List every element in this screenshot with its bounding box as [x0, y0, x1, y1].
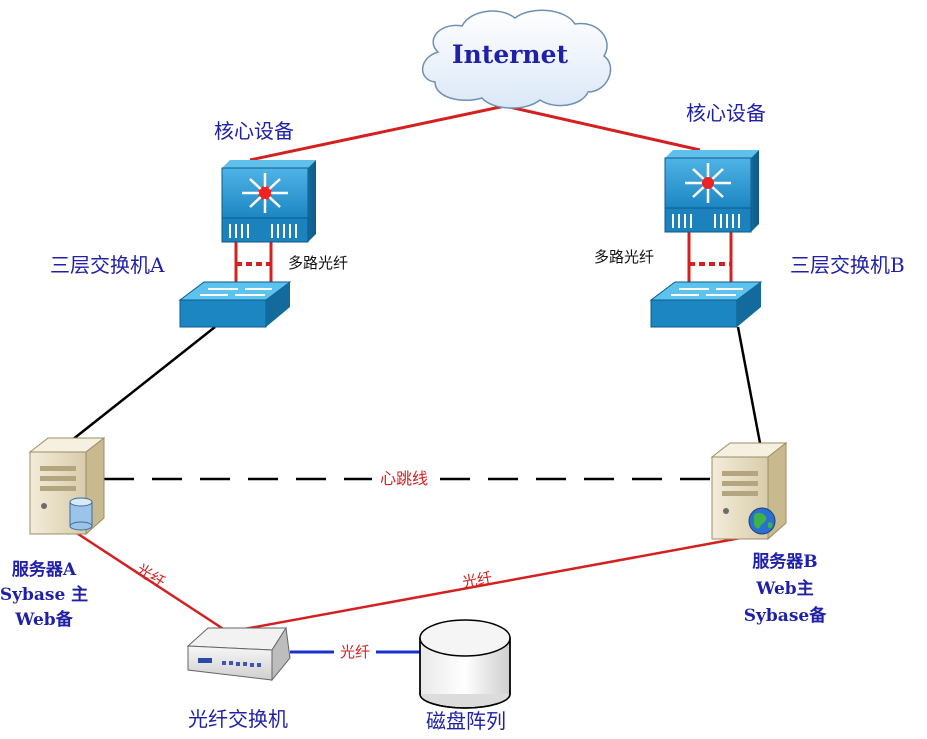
disk-array	[419, 619, 511, 709]
switch-arrows-icon	[671, 288, 743, 296]
server-b-label-1: 服务器B	[752, 551, 817, 572]
heartbeat-label: 心跳线	[380, 469, 428, 488]
server-a-label-1: 服务器A	[12, 559, 77, 580]
server-a-label-2: Sybase 主	[0, 584, 88, 605]
fiber-label-server-a: 光纤	[133, 560, 168, 591]
core-device-right-label: 核心设备	[686, 101, 766, 125]
fiber-multi-left-label: 多路光纤	[288, 254, 348, 272]
switch-a	[178, 281, 292, 328]
fiber-disk-label-bg	[334, 640, 376, 662]
cloud-icon	[421, 9, 612, 109]
core-router-icon	[685, 163, 731, 203]
switch-b-label: 三层交换机B	[790, 253, 905, 277]
heartbeat-label-bg	[372, 466, 436, 490]
server-b-label-3: Sybase备	[744, 605, 827, 626]
server-b-label-2: Web主	[755, 578, 813, 599]
disk-array-label: 磁盘阵列	[426, 709, 506, 733]
wan-link-right	[504, 104, 701, 152]
fiber-multi-right-label: 多路光纤	[594, 248, 654, 266]
core-device-right	[664, 150, 759, 233]
database-icon	[69, 497, 93, 531]
server-a	[28, 436, 106, 536]
switch-arrows-icon	[200, 288, 272, 296]
core-router-icon	[242, 173, 288, 213]
core-device-left-label: 核心设备	[214, 119, 294, 143]
server-a-label-3: Web备	[14, 609, 73, 630]
internet-cloud: Internet	[421, 9, 612, 109]
fiber-switch-label: 光纤交换机	[188, 707, 288, 731]
lan-switch-a-server-a	[71, 326, 216, 441]
lan-switch-b-server-b	[736, 326, 762, 444]
switch-a-label: 三层交换机A	[50, 253, 165, 277]
links	[71, 104, 762, 654]
switch-b	[649, 281, 763, 328]
fiber-label-server-b: 光纤	[461, 569, 494, 592]
fiber-server-a-fiber-switch	[71, 528, 229, 634]
wan-link-left	[249, 104, 506, 162]
server-b	[710, 441, 788, 541]
internet-label: Internet	[452, 40, 569, 69]
core-device-left	[221, 160, 316, 243]
fiber-server-b-fiber-switch	[227, 535, 747, 634]
fiber-switch	[186, 626, 291, 682]
fiber-label-disk: 光纤	[340, 643, 370, 661]
globe-icon	[748, 507, 776, 535]
